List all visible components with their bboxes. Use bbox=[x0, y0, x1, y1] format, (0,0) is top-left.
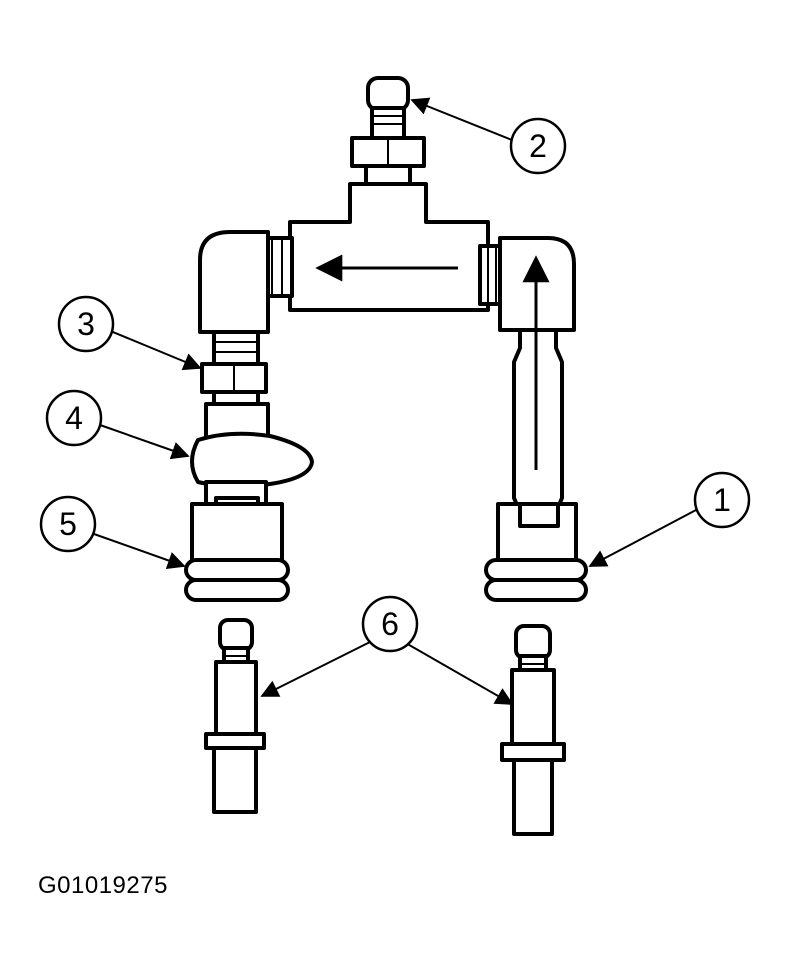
left-elbow bbox=[198, 230, 294, 334]
right-connector bbox=[500, 624, 566, 836]
svg-text:5: 5 bbox=[59, 506, 77, 542]
left-nipple-nut bbox=[200, 330, 270, 444]
left-connector bbox=[204, 618, 266, 814]
leader-4 bbox=[99, 424, 190, 460]
svg-text:6: 6 bbox=[381, 606, 399, 642]
svg-text:2: 2 bbox=[529, 128, 547, 164]
callout-6: 6 bbox=[361, 595, 419, 653]
leader-3 bbox=[107, 329, 202, 371]
leader-lines bbox=[93, 97, 697, 705]
leader-6b bbox=[403, 641, 514, 705]
hose-clamp bbox=[190, 431, 314, 489]
callout-1: 1 bbox=[693, 471, 751, 529]
svg-text:4: 4 bbox=[65, 400, 83, 436]
leader-5 bbox=[93, 533, 186, 570]
figure-id: G01019275 bbox=[38, 872, 168, 899]
svg-text:3: 3 bbox=[77, 306, 95, 342]
top-fitting bbox=[350, 76, 426, 186]
callout-4: 4 bbox=[45, 389, 103, 447]
leader-2 bbox=[410, 97, 513, 141]
callout-2: 2 bbox=[509, 117, 567, 175]
leader-6a bbox=[260, 641, 371, 697]
right-elbow bbox=[478, 236, 576, 332]
right-coupler bbox=[484, 502, 588, 602]
callout-3: 3 bbox=[57, 295, 115, 353]
tee-body bbox=[288, 182, 490, 312]
svg-text:1: 1 bbox=[713, 482, 731, 518]
left-coupler bbox=[184, 480, 290, 602]
leader-1 bbox=[588, 509, 697, 567]
callout-5: 5 bbox=[39, 495, 97, 553]
